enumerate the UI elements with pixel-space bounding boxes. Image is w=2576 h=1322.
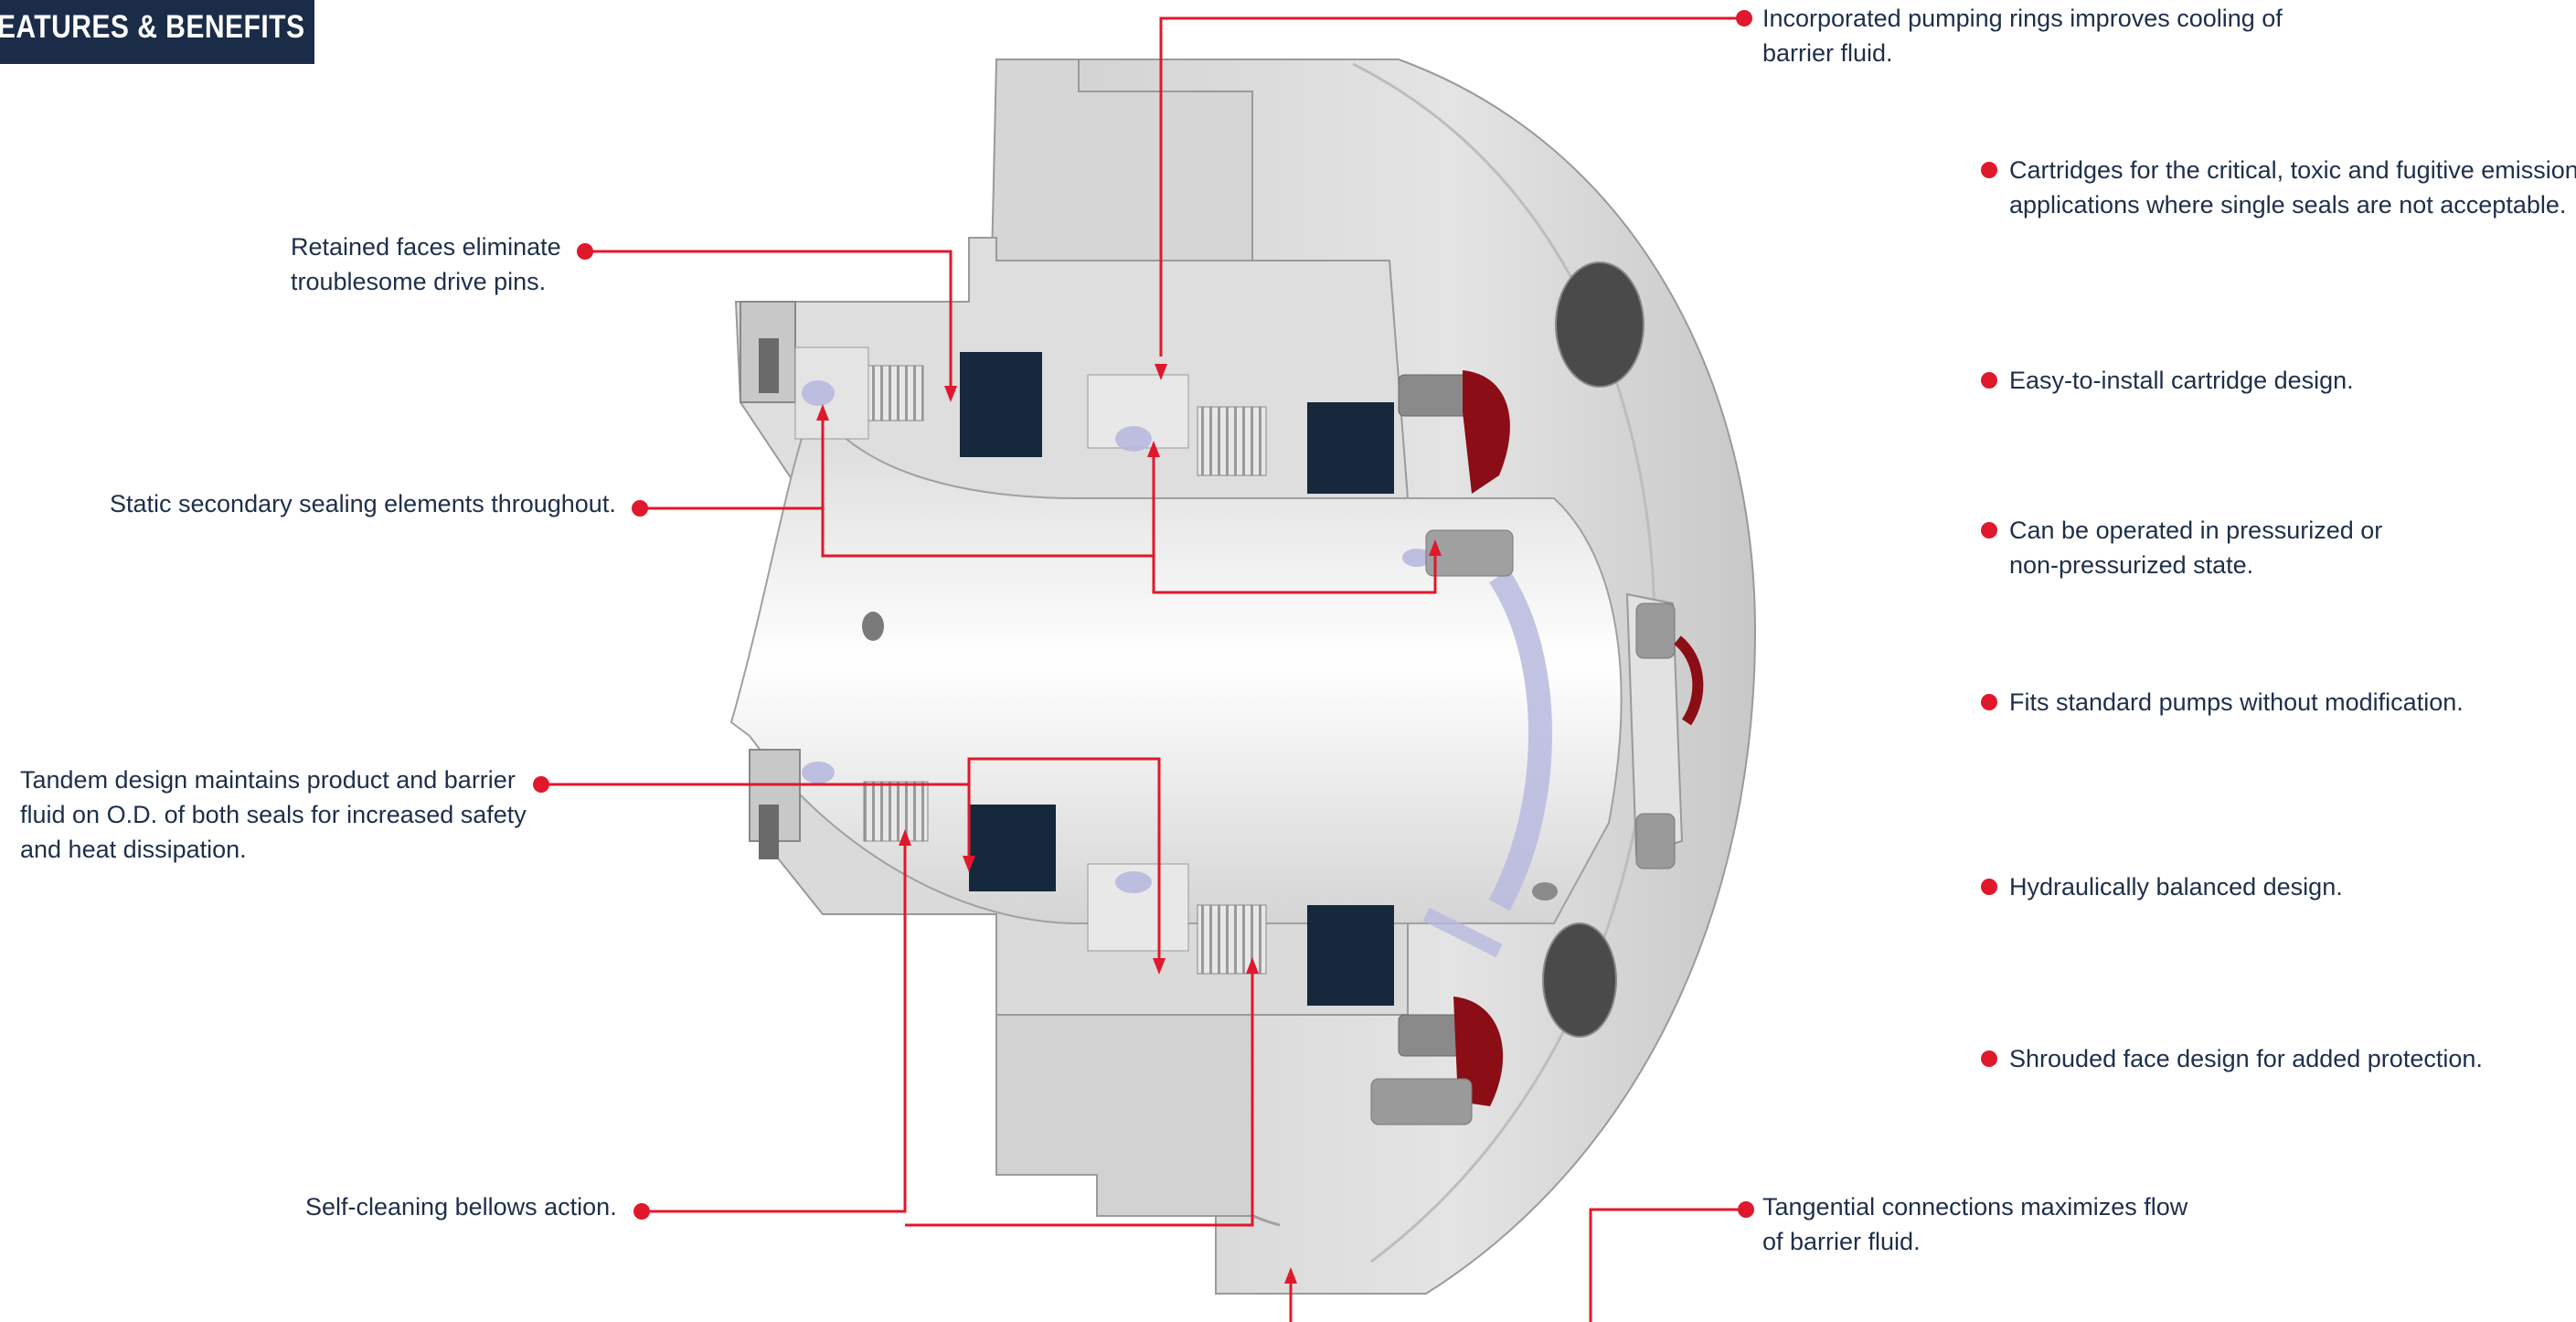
callout-static-secondary: Static secondary sealing elements throug… — [110, 490, 616, 517]
leader-self-cleaning — [642, 843, 907, 1213]
bullet-benefit-6 — [1981, 1050, 1997, 1067]
bullet-benefit-2 — [1981, 372, 1997, 389]
section-header-title: FEATURES & BENEFITS — [0, 9, 305, 45]
collar-set-screw-bottom — [1635, 813, 1676, 869]
drive-collar — [1625, 592, 1684, 857]
lower-inboard-bellows — [863, 781, 929, 842]
lower-outboard-bellows — [1197, 904, 1267, 975]
dot-static-secondary — [632, 500, 648, 517]
leader-arrowheads — [816, 364, 1442, 1284]
callout-tangential: Tangential connections maximizes flow of… — [1762, 1193, 2188, 1255]
shaft-sleeve-bore — [729, 400, 1623, 924]
upper-outboard-bellows — [1197, 406, 1267, 476]
leader-retained-faces — [585, 250, 953, 389]
dot-pumping-rings — [1736, 10, 1752, 27]
benefit-item-2: Easy-to-install cartridge design. — [2009, 367, 2354, 394]
bullet-benefit-3 — [1981, 522, 1997, 538]
lower-inboard-seal — [749, 749, 1056, 891]
sleeve-drive-hole — [862, 612, 884, 641]
upper-inboard-seal — [740, 301, 1042, 457]
section-header: FEATURES & BENEFITS — [0, 0, 314, 64]
flange-bolt-hole-top — [1555, 261, 1645, 388]
leader-tangential — [1289, 1208, 1746, 1322]
bullet-benefit-4 — [1981, 694, 1997, 710]
bullet-benefit-1 — [1981, 162, 1997, 178]
callout-self-cleaning: Self-cleaning bellows action. — [305, 1193, 617, 1221]
upper-inboard-bellows — [858, 365, 924, 421]
benefit-item-3: Can be operated in pressurized or non-pr… — [2009, 517, 2383, 579]
lower-outboard-seal — [1087, 863, 1504, 1125]
dot-retained-faces — [577, 243, 593, 260]
callout-dots — [533, 10, 1997, 1220]
callout-pumping-rings: Incorporated pumping rings improves cool… — [1762, 5, 2283, 67]
upper-inboard-seal-face — [960, 352, 1042, 457]
lower-inboard-seal-face — [969, 805, 1056, 891]
dot-tangential — [1738, 1201, 1754, 1218]
dot-self-cleaning — [633, 1203, 650, 1220]
callout-retained-faces: Retained faces eliminate troublesome dri… — [291, 233, 561, 295]
benefit-item-4: Fits standard pumps without modification… — [2009, 688, 2464, 716]
benefit-item-1: Cartridges for the critical, toxic and f… — [2009, 156, 2576, 219]
upper-outboard-seal — [1087, 370, 1514, 577]
lower-outboard-seal-face — [1307, 905, 1394, 1006]
benefit-item-5: Hydraulically balanced design. — [2009, 873, 2343, 901]
collar-set-screw-top — [1635, 602, 1676, 659]
dot-tandem-design — [533, 776, 549, 793]
benefit-item-6: Shrouded face design for added protectio… — [2009, 1045, 2483, 1072]
upper-outboard-seal-face — [1307, 402, 1394, 494]
bullet-benefit-5 — [1981, 879, 1997, 895]
callout-tandem-design: Tandem design maintains product and barr… — [20, 766, 527, 863]
leader-lines — [541, 16, 1746, 1322]
leader-pumping-rings — [1159, 16, 1744, 357]
flange-bolt-hole-bottom — [1542, 922, 1617, 1038]
